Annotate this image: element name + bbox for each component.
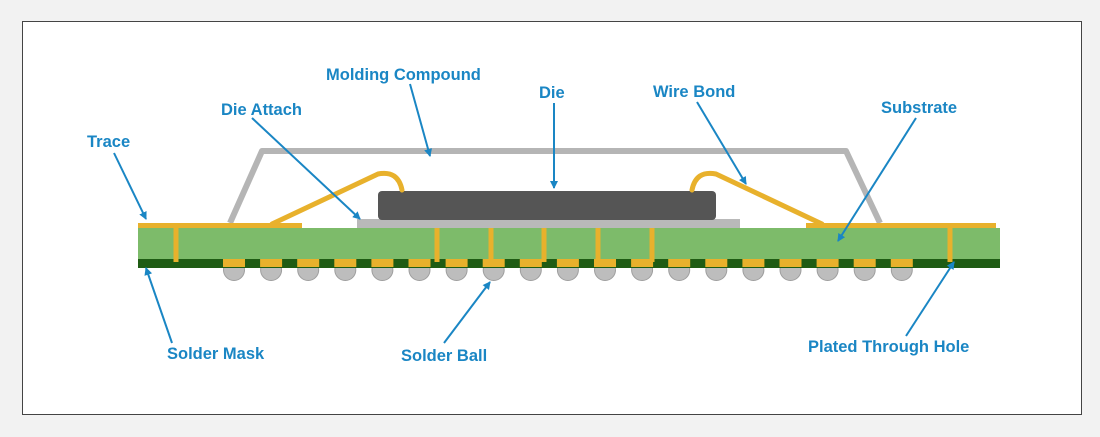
- ball-pad: [556, 259, 579, 267]
- ball-pad: [816, 259, 839, 267]
- vias: [173, 226, 953, 262]
- arrow-die-attach: [251, 117, 361, 220]
- trace-left: [138, 223, 302, 228]
- label-die-attach: Die Attach: [221, 101, 302, 119]
- plated-through-hole: [488, 226, 494, 262]
- callout-arrows: [113, 83, 955, 344]
- wire-bond-left: [269, 170, 405, 227]
- die-attach: [357, 219, 740, 228]
- ball-pad: [260, 259, 283, 267]
- ball-pad: [519, 259, 542, 267]
- arrow-plated-through-hole: [905, 261, 955, 337]
- ball-pad: [371, 259, 394, 267]
- trace-right: [806, 223, 996, 228]
- label-wire-bond: Wire Bond: [653, 83, 735, 101]
- label-solder-mask: Solder Mask: [167, 345, 265, 363]
- label-solder-ball: Solder Ball: [401, 347, 487, 365]
- ball-pad: [482, 259, 505, 267]
- ball-pad: [408, 259, 431, 267]
- ball-pad: [594, 259, 616, 267]
- ball-pads: [223, 259, 913, 267]
- arrow-wire-bond: [696, 101, 747, 185]
- wire-bond-right: [689, 170, 825, 227]
- label-substrate: Substrate: [881, 99, 957, 117]
- plated-through-hole: [541, 226, 547, 262]
- ball-pad: [705, 259, 728, 267]
- arrow-solder-mask: [144, 267, 173, 344]
- ball-pad: [853, 259, 876, 267]
- plated-through-hole: [173, 226, 179, 262]
- ball-pad: [668, 259, 691, 267]
- ball-pad: [779, 259, 802, 267]
- ball-pad: [297, 259, 320, 267]
- plated-through-hole: [434, 226, 440, 262]
- arrow-molding-compound: [409, 83, 432, 157]
- ball-pad: [890, 259, 913, 267]
- label-die: Die: [539, 84, 565, 102]
- label-trace: Trace: [87, 133, 130, 151]
- labels: Molding Compound Die Wire Bond Die Attac…: [87, 66, 969, 365]
- substrate: [138, 228, 1000, 259]
- arrow-trace: [113, 152, 147, 220]
- plated-through-hole: [649, 226, 655, 262]
- label-plated-through-hole: Plated Through Hole: [808, 338, 969, 356]
- plated-through-hole: [595, 226, 601, 262]
- ball-pad: [445, 259, 468, 267]
- arrow-solder-ball: [443, 281, 491, 344]
- ball-pad: [334, 259, 357, 267]
- plated-through-hole: [947, 226, 953, 262]
- ball-pad: [223, 259, 245, 267]
- ball-pad: [631, 259, 654, 267]
- arrow-substrate: [837, 117, 917, 242]
- ball-pad: [742, 259, 765, 267]
- die: [378, 191, 716, 220]
- label-molding-compound: Molding Compound: [326, 66, 481, 84]
